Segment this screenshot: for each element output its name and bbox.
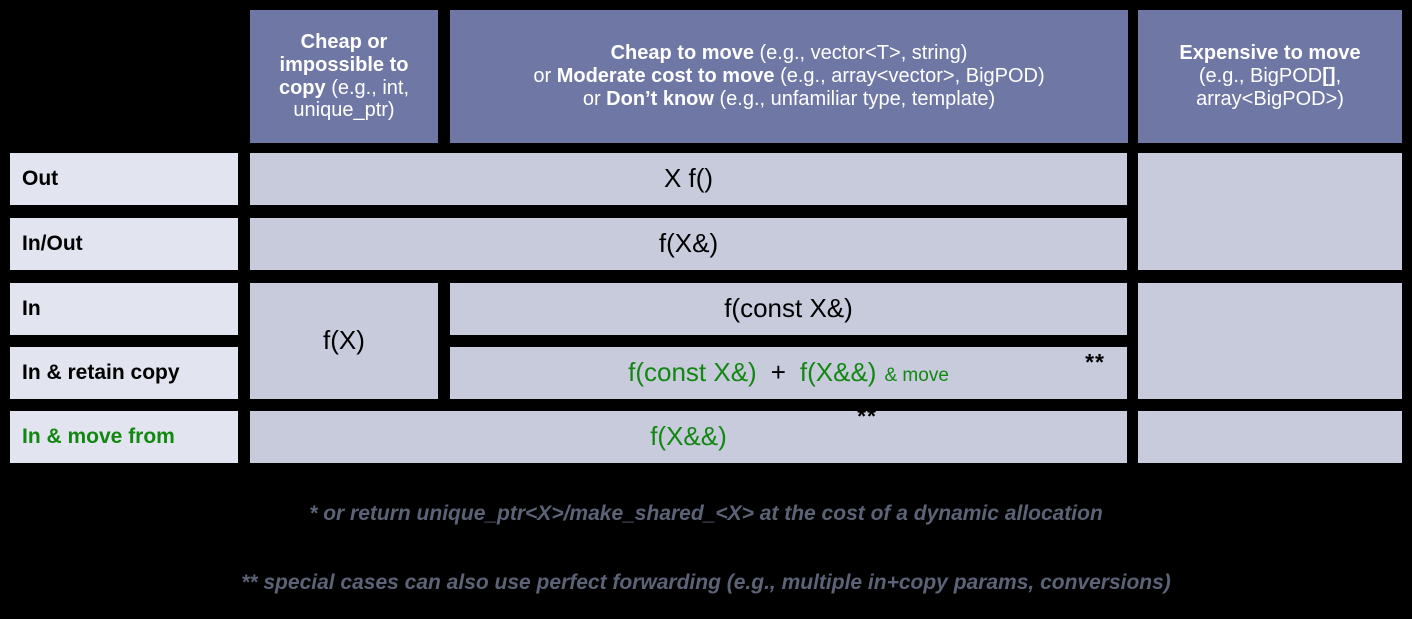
cell-move-from-signature: f(X&&) **: [250, 403, 1127, 463]
row-label-text: In & move from: [22, 425, 175, 449]
column-header-expensive-to-move: Expensive to move (e.g., BigPOD[], array…: [1138, 10, 1402, 143]
header-line1-bold: Expensive to move: [1179, 42, 1361, 65]
column-header-text: Cheap or impossible to copy (e.g., int, …: [258, 31, 430, 122]
cell-in-signature: f(const X&): [450, 283, 1127, 335]
header-detail: (e.g., int, unique_ptr): [293, 76, 410, 122]
header-line2-bold: []: [1322, 65, 1336, 88]
row-label-text: In: [22, 297, 41, 321]
row-label-text: In & retain copy: [22, 361, 180, 385]
row-label-out: Out: [10, 153, 238, 205]
retain-copy-part2-suffix: & move: [884, 365, 949, 387]
cell-expensive-to-move-out-inout: [1138, 153, 1402, 270]
signature-text: f(X): [323, 325, 365, 356]
footnote-marker-double-star: **: [1085, 349, 1105, 375]
retain-copy-plus: +: [770, 357, 786, 388]
signature-text: f(X&&): [650, 421, 727, 452]
footnote-marker-double-star: **: [857, 403, 877, 429]
footnote-double-star: ** special cases can also use perfect fo…: [241, 571, 1171, 594]
header-line1-detail: (e.g., vector<T>, string): [753, 42, 968, 65]
row-label-text: Out: [22, 167, 59, 191]
cell-in-cheap-copy-signature: f(X): [250, 283, 438, 399]
column-header-cheap-or-impossible-to-copy: Cheap or impossible to copy (e.g., int, …: [250, 10, 438, 143]
signature-text: f(X&): [658, 228, 719, 259]
column-header-text: Expensive to move (e.g., BigPOD[], array…: [1179, 42, 1360, 110]
cell-out-signature: X f(): [250, 153, 1127, 205]
cell-inout-signature: f(X&): [250, 218, 1127, 270]
row-label-in-out: In/Out: [10, 218, 238, 270]
header-line2-detail: (e.g., array<vector>, BigPOD): [774, 65, 1045, 88]
column-header-text: Cheap to move (e.g., vector<T>, string) …: [533, 42, 1044, 110]
row-label-text: In/Out: [22, 232, 83, 256]
table-corner-cell: [10, 10, 238, 143]
header-line3: array<BigPOD>): [1196, 87, 1344, 110]
header-line3-detail: (e.g., unfamiliar type, template): [713, 87, 996, 110]
header-line2-prefix: or: [533, 65, 557, 88]
header-line1-bold: Cheap to move: [610, 42, 754, 65]
header-line3-prefix: or: [582, 87, 607, 110]
column-header-cheap-to-move: Cheap to move (e.g., vector<T>, string) …: [450, 10, 1128, 143]
retain-copy-part2: f(X&&): [799, 357, 877, 388]
retain-copy-part1: f(const X&): [628, 357, 757, 388]
row-label-in-retain-copy: In & retain copy: [10, 347, 238, 399]
cell-expensive-to-move-in-retain: [1138, 283, 1402, 399]
header-line2: (e.g., BigPOD: [1198, 65, 1323, 88]
header-line2-tail: ,: [1335, 65, 1342, 88]
signature-text: f(const X&): [724, 293, 853, 324]
cell-expensive-to-move-move-from: [1138, 411, 1402, 463]
cell-retain-copy-signature: f(const X&) + f(X&&) & move **: [450, 347, 1127, 399]
signature-text: X f(): [663, 163, 714, 194]
header-line2-bold: Moderate cost to move: [556, 65, 775, 88]
row-label-in-move-from: In & move from: [10, 411, 238, 463]
header-line3-bold: Don’t know: [606, 87, 714, 110]
header-bold-lead: Cheap or impossible to copy: [278, 30, 409, 99]
retain-copy-inner: f(const X&) + f(X&&) & move: [450, 358, 1127, 388]
row-label-in: In: [10, 283, 238, 335]
footnote-single-star: * or return unique_ptr<X>/make_shared_<X…: [309, 502, 1103, 525]
